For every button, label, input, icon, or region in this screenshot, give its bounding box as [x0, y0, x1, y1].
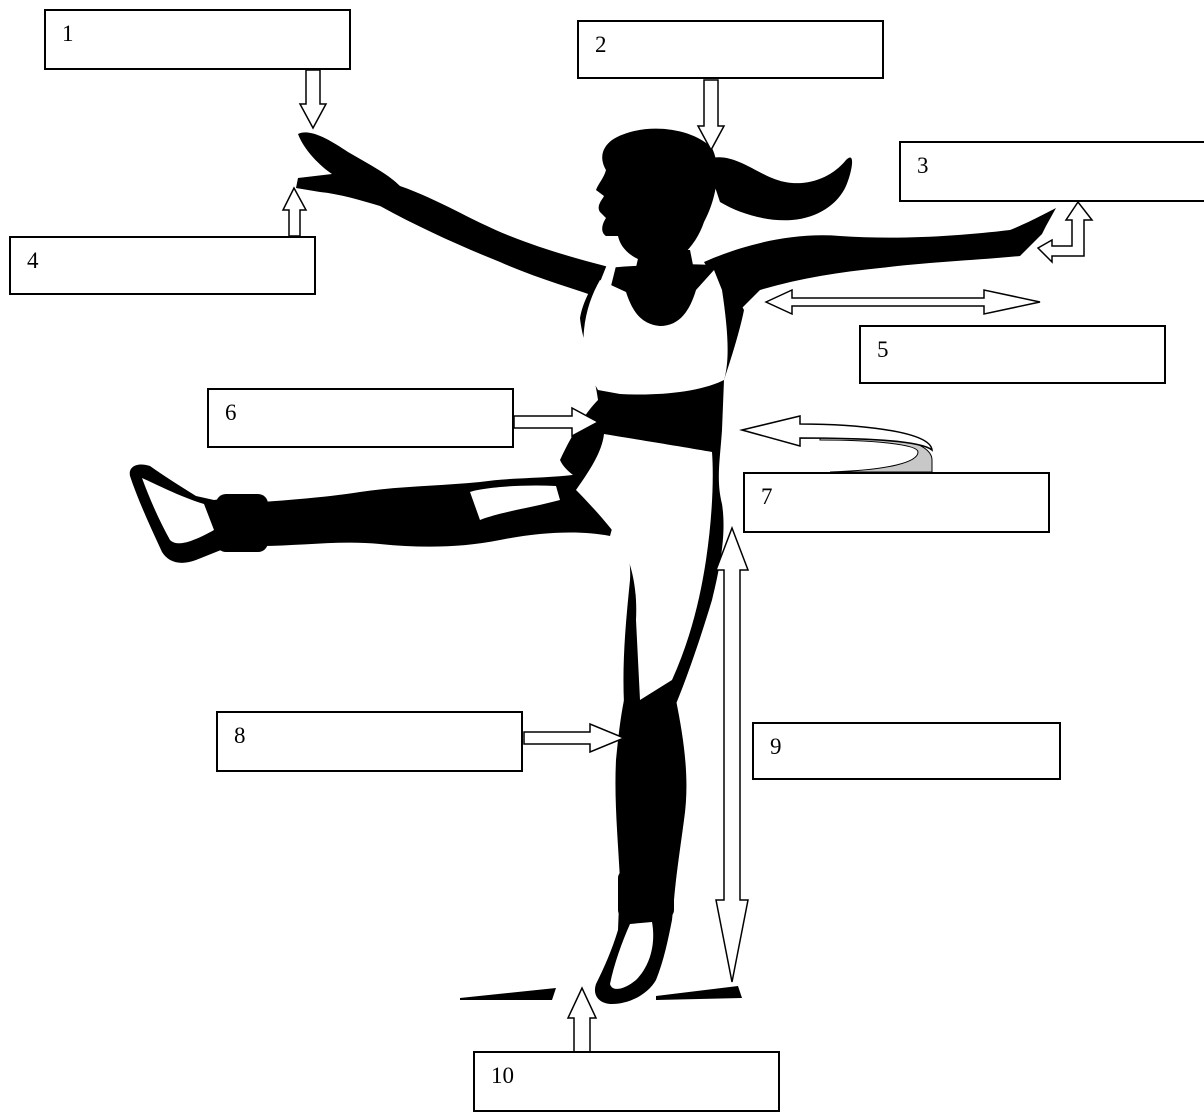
arrow-8-right: [524, 724, 624, 752]
label-number-9: 9: [770, 734, 782, 760]
arrow-2-down: [698, 80, 724, 150]
arrow-7-rotation: [742, 416, 932, 472]
arrow-4-up: [283, 188, 306, 236]
label-box-8[interactable]: 8: [216, 711, 523, 772]
label-box-2[interactable]: 2: [577, 20, 884, 79]
label-box-10[interactable]: 10: [473, 1051, 780, 1112]
ankle-weight-right: [618, 870, 674, 918]
ankle-weights: [216, 494, 674, 918]
label-number-4: 4: [27, 248, 39, 274]
ground-shadow-right: [656, 986, 742, 1000]
label-box-4[interactable]: 4: [9, 236, 316, 295]
ground-shadow-left: [460, 988, 556, 1000]
ankle-weight-left: [216, 494, 268, 552]
label-box-1[interactable]: 1: [44, 9, 351, 70]
label-number-6: 6: [225, 400, 237, 426]
label-number-1: 1: [62, 21, 74, 47]
label-box-6[interactable]: 6: [207, 388, 514, 448]
arrow-3-bent: [1038, 202, 1092, 262]
label-box-9[interactable]: 9: [752, 722, 1061, 780]
arrow-10-up: [568, 988, 596, 1052]
left-arm: [296, 132, 620, 300]
label-number-8: 8: [234, 723, 246, 749]
arrow-5-double: [766, 290, 1040, 314]
label-box-5[interactable]: 5: [859, 325, 1166, 384]
label-number-7: 7: [761, 484, 773, 510]
arrow-1-down: [300, 70, 326, 128]
label-number-5: 5: [877, 337, 889, 363]
label-number-3: 3: [917, 153, 929, 179]
label-box-3[interactable]: 3: [899, 141, 1204, 202]
label-number-10: 10: [491, 1063, 514, 1089]
arrow-9-double: [716, 528, 748, 982]
head: [596, 129, 717, 262]
label-number-2: 2: [595, 32, 607, 58]
ponytail: [706, 157, 852, 220]
label-box-7[interactable]: 7: [743, 472, 1050, 533]
